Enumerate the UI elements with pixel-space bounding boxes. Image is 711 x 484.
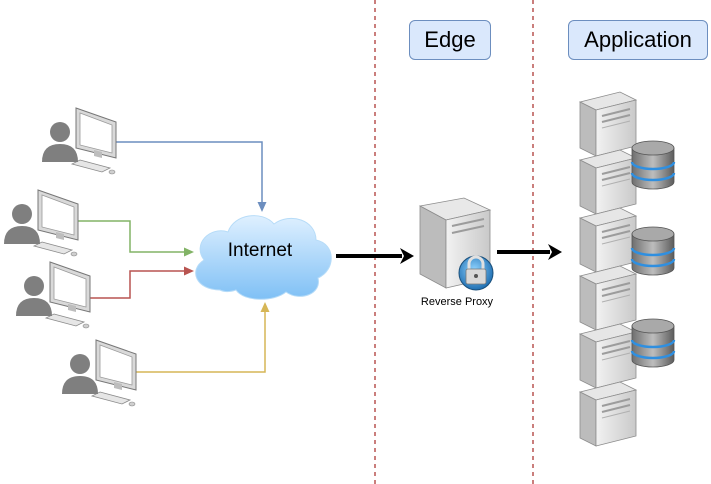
- cloud-icon: [195, 215, 332, 300]
- server-icon: [579, 323, 637, 389]
- user-workstation-icon: [41, 107, 117, 175]
- server-icon: [579, 207, 637, 273]
- reverse-proxy-label: Reverse Proxy: [420, 296, 494, 308]
- user-link-1: [116, 141, 267, 212]
- internet-label: Internet: [227, 240, 293, 261]
- database-icon: [630, 317, 676, 369]
- user-link-2: [78, 220, 194, 257]
- server-icon: [579, 265, 637, 331]
- user-workstation-icon: [61, 339, 137, 407]
- server-icon: [579, 381, 637, 447]
- user-link-4: [136, 302, 270, 373]
- user-workstation-icon: [15, 261, 91, 329]
- database-icon: [630, 139, 676, 191]
- server-icon: [579, 149, 637, 215]
- user-link-3: [90, 266, 194, 299]
- server-icon: [579, 91, 637, 157]
- database-icon: [630, 225, 676, 277]
- edge-zone-label: Edge: [409, 20, 491, 60]
- user-workstation-icon: [3, 189, 79, 257]
- application-zone-label: Application: [568, 20, 708, 60]
- lock-icon: [458, 255, 494, 291]
